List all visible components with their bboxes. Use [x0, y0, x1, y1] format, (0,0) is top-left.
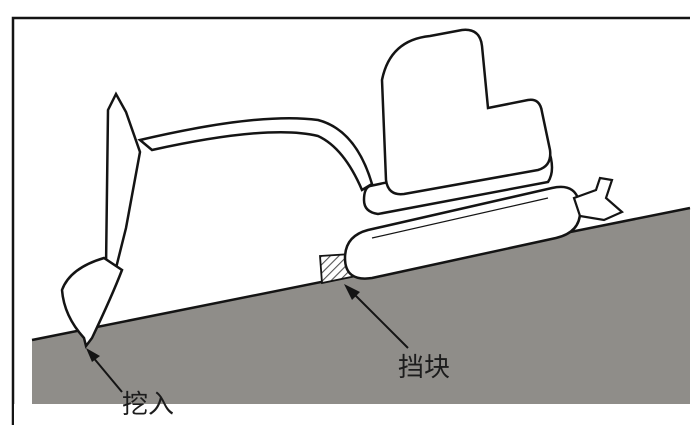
block-arrow-shaft — [351, 291, 409, 349]
frame-border — [11, 16, 690, 425]
excavator-boom — [137, 116, 374, 192]
stopper-block-label: 挡块 — [398, 353, 451, 383]
dig-in-label: 挖入 — [122, 390, 175, 420]
operator-cab — [380, 28, 552, 196]
ground-slope — [32, 208, 690, 405]
block-arrow-head — [344, 284, 360, 300]
track-inner-line — [371, 197, 549, 239]
dig-in-arrow-head — [86, 348, 100, 362]
excavator-arm — [104, 91, 142, 270]
dozer-blade — [572, 176, 625, 222]
dig-in-arrow-shaft — [91, 355, 123, 393]
track-assembly — [343, 185, 582, 280]
ground-lower-mask — [14, 404, 691, 425]
excavator-bucket — [60, 256, 124, 349]
